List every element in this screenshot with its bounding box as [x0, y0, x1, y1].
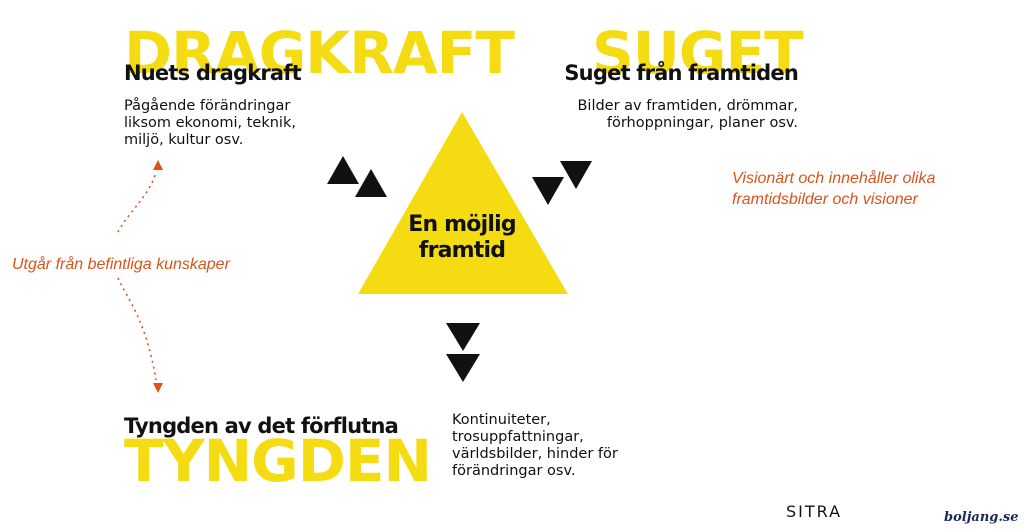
- tyngden-heading: Tyngden av det förflutna: [124, 414, 399, 438]
- down-arrow-triangle-2: [560, 161, 592, 189]
- tyngden-body-line: trosuppfattningar,: [452, 429, 584, 445]
- right-annotation-line: Visionärt och innehåller olika: [732, 170, 936, 187]
- suget-heading: Suget från framtiden: [564, 61, 798, 85]
- center-label-line: En möjlig: [408, 212, 516, 237]
- left-annotation: Utgår från befintliga kunskaper: [12, 256, 230, 273]
- down-arrow-triangle-4: [446, 354, 480, 382]
- center-label: En möjlig framtid: [362, 212, 562, 264]
- tyngden-big-label: TYNGDEN: [124, 427, 432, 495]
- right-annotation-line: framtidsbilder och visioner: [732, 191, 918, 208]
- dragkraft-body: Pågående förändringar liksom ekonomi, te…: [124, 98, 296, 149]
- tyngden-body-line: förändringar osv.: [452, 463, 576, 479]
- dotted-arrow-down: [117, 277, 157, 381]
- suget-body: Bilder av framtiden, drömmar, förhoppnin…: [577, 98, 798, 132]
- suget-body-line: förhoppningar, planer osv.: [606, 115, 798, 131]
- suget-big-label: SUGET: [592, 19, 804, 87]
- up-arrow-triangle-1: [327, 156, 359, 184]
- dotted-arrow-down-head: [153, 383, 163, 393]
- down-arrow-triangle-3: [446, 323, 480, 351]
- tyngden-body-line: Kontinuiteter,: [452, 412, 551, 428]
- dragkraft-body-line: miljö, kultur osv.: [124, 132, 244, 148]
- tyngden-body-line: världsbilder, hinder för: [452, 446, 618, 462]
- dragkraft-body-line: liksom ekonomi, teknik,: [124, 115, 296, 131]
- dragkraft-body-line: Pågående förändringar: [124, 98, 291, 114]
- boljang-logo: boljang.se: [944, 510, 1019, 525]
- sitra-logo: SITRA: [786, 502, 843, 521]
- dotted-arrow-up-head: [153, 160, 163, 170]
- down-arrow-triangle-1: [532, 177, 564, 205]
- dotted-arrow-up: [117, 171, 157, 233]
- right-annotation: Visionärt och innehåller olika framtidsb…: [732, 168, 935, 210]
- main-triangle: [358, 112, 568, 294]
- suget-body-line: Bilder av framtiden, drömmar,: [577, 98, 798, 114]
- up-arrow-triangle-2: [355, 169, 387, 197]
- tyngden-body: Kontinuiteter, trosuppfattningar, världs…: [452, 412, 618, 480]
- dragkraft-heading: Nuets dragkraft: [124, 61, 302, 85]
- dragkraft-big-label: DRAGKRAFT: [124, 19, 515, 87]
- center-label-line: framtid: [418, 238, 506, 263]
